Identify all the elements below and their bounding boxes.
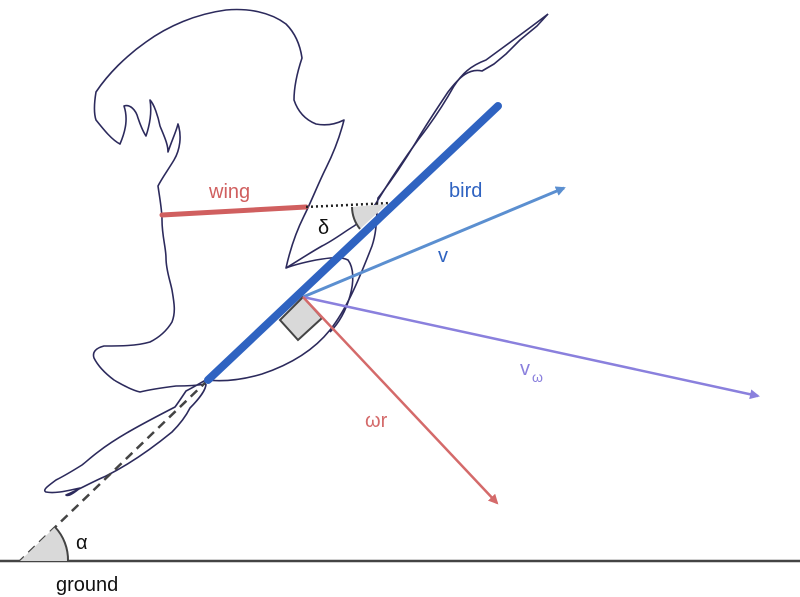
alpha-angle-arc — [54, 526, 70, 562]
omega-r-label: ωr — [365, 410, 388, 432]
bird-axis — [204, 102, 502, 384]
v-vector — [302, 186, 566, 299]
bird-neck-outline — [285, 256, 354, 333]
v-omega-subscript: ω — [532, 369, 543, 385]
v-omega-vector — [302, 295, 760, 400]
v-label: v — [438, 245, 448, 267]
wing-line — [159, 204, 309, 218]
alpha-angle-wedge — [20, 527, 69, 561]
delta-reference-line — [305, 201, 391, 209]
delta-angle-wedge — [352, 204, 387, 229]
omega-r-vector — [302, 296, 499, 505]
ground-label: ground — [56, 574, 118, 596]
bird-label: bird — [449, 180, 482, 202]
delta-label: δ — [318, 217, 329, 239]
alpha-label: α — [76, 532, 88, 554]
wing-label: wing — [208, 181, 250, 203]
bird-body-outline — [92, 8, 549, 393]
v-omega-base: v — [520, 358, 530, 380]
delta-angle-arc — [351, 206, 361, 230]
bird-silhouette — [43, 13, 549, 497]
